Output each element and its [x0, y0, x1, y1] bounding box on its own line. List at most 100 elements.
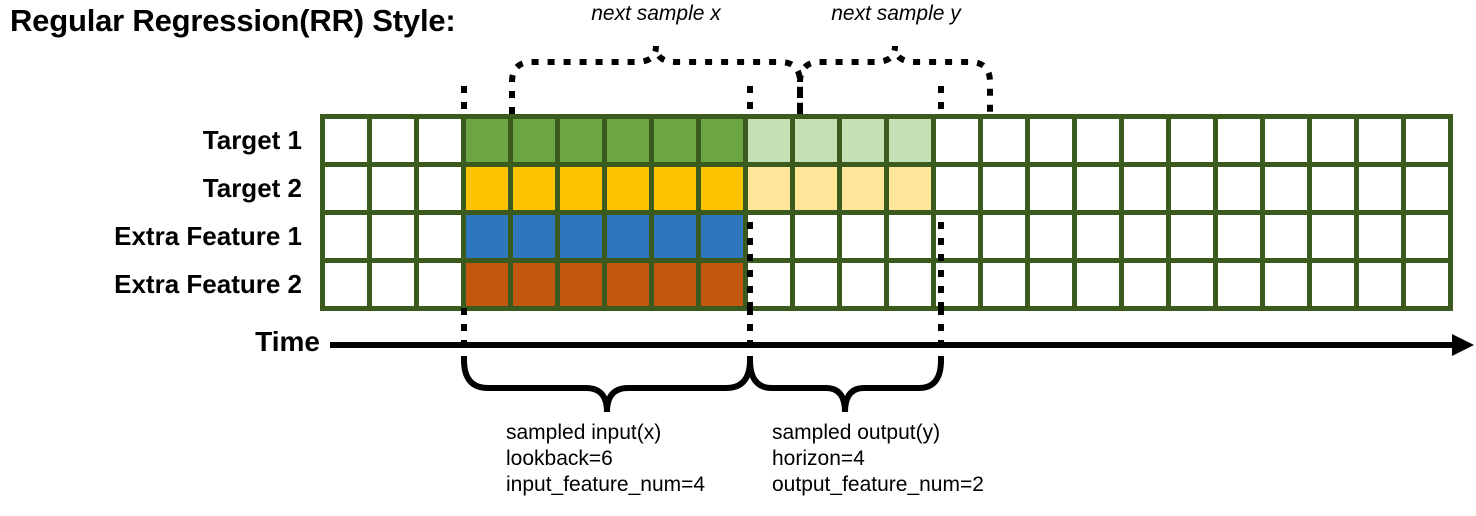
grid-cell-extra-feature-1-empty-2	[419, 215, 461, 258]
grid-cell-extra-feature-2-empty-21	[1312, 263, 1354, 306]
grid-cell-extra-feature-1-empty-1	[372, 215, 414, 258]
grid-cell-extra-feature-1-empty-10	[795, 215, 837, 258]
grid-cell-target-2-output-12	[889, 167, 931, 210]
grid-cell-target-1-input-5	[560, 119, 602, 162]
grid-cell-target-1-empty-16	[1077, 119, 1119, 162]
grid-cell-extra-feature-2-input-6	[607, 263, 649, 306]
grid-cell-target-1-empty-17	[1124, 119, 1166, 162]
bottom-brace-sampled-output	[747, 359, 944, 413]
grid-cell-target-2-empty-17	[1124, 167, 1166, 210]
grid-cell-extra-feature-1-empty-12	[889, 215, 931, 258]
grid-cell-extra-feature-2-empty-23	[1406, 263, 1448, 306]
grid-cell-extra-feature-1-empty-13	[936, 215, 978, 258]
grid-cell-extra-feature-1-empty-19	[1218, 215, 1260, 258]
grid-cell-extra-feature-1-empty-22	[1359, 215, 1401, 258]
grid-cell-target-1-empty-13	[936, 119, 978, 162]
grid-cell-target-2-empty-19	[1218, 167, 1260, 210]
annotation-input-line-1: sampled input(x)	[506, 421, 662, 444]
grid-cell-target-1-empty-1	[372, 119, 414, 162]
grid-cell-target-2-input-7	[654, 167, 696, 210]
grid-cell-extra-feature-1-empty-15	[1030, 215, 1072, 258]
top-brace-label-next-sample-y: next sample y	[831, 2, 961, 25]
grid-cell-extra-feature-1-empty-23	[1406, 215, 1448, 258]
grid-cell-extra-feature-1-input-7	[654, 215, 696, 258]
annotation-sampled-output: sampled output(y) horizon=4 output_featu…	[772, 420, 984, 498]
grid-cell-target-1-empty-22	[1359, 119, 1401, 162]
grid-cell-extra-feature-2-empty-17	[1124, 263, 1166, 306]
annotation-input-line-2: lookback=6	[506, 447, 613, 470]
grid-cell-extra-feature-2-empty-2	[419, 263, 461, 306]
grid-cell-target-1-empty-18	[1171, 119, 1213, 162]
row-label-target-2: Target 2	[202, 173, 302, 203]
row-label-column: Target 1 Target 2 Extra Feature 1 Extra …	[0, 116, 312, 316]
annotation-output-line-2: horizon=4	[772, 447, 865, 470]
grid-cell-target-2-empty-18	[1171, 167, 1213, 210]
annotation-sampled-input: sampled input(x) lookback=6 input_featur…	[506, 420, 705, 498]
page-title: Regular Regression(RR) Style:	[10, 3, 456, 38]
annotation-output-line-3: output_feature_num=2	[772, 473, 984, 496]
grid-cell-extra-feature-1-empty-0	[325, 215, 367, 258]
grid-cell-extra-feature-2-input-7	[654, 263, 696, 306]
grid-cell-extra-feature-2-input-4	[513, 263, 555, 306]
top-brace-label-next-sample-x: next sample x	[591, 2, 721, 25]
grid-row-target-1	[325, 119, 1448, 162]
grid-cell-extra-feature-2-empty-15	[1030, 263, 1072, 306]
grid-cell-extra-feature-2-empty-0	[325, 263, 367, 306]
grid-cell-extra-feature-2-input-8	[701, 263, 743, 306]
grid-cell-target-2-input-3	[466, 167, 508, 210]
grid-cell-extra-feature-2-empty-20	[1265, 263, 1307, 306]
grid-cell-target-1-output-11	[842, 119, 884, 162]
grid-cell-target-2-empty-0	[325, 167, 367, 210]
grid-cell-target-2-empty-22	[1359, 167, 1401, 210]
grid-cell-target-2-empty-15	[1030, 167, 1072, 210]
grid-cell-extra-feature-1-empty-21	[1312, 215, 1354, 258]
row-label-target-1: Target 1	[202, 125, 302, 155]
grid-cell-target-1-input-8	[701, 119, 743, 162]
grid-cell-extra-feature-1-empty-20	[1265, 215, 1307, 258]
grid-cell-target-1-empty-20	[1265, 119, 1307, 162]
grid-cell-extra-feature-1-empty-18	[1171, 215, 1213, 258]
grid-cell-extra-feature-2-input-3	[466, 263, 508, 306]
grid-cell-target-2-empty-13	[936, 167, 978, 210]
grid-cell-extra-feature-1-empty-9	[748, 215, 790, 258]
grid-cell-target-1-empty-23	[1406, 119, 1448, 162]
time-axis-label: Time	[255, 326, 320, 357]
grid-cell-target-1-input-6	[607, 119, 649, 162]
grid-cell-target-1-empty-2	[419, 119, 461, 162]
top-brace-next-sample-x	[509, 45, 803, 114]
grid-row-target-2	[325, 167, 1448, 210]
grid-cell-target-1-output-12	[889, 119, 931, 162]
grid-cell-extra-feature-1-empty-14	[983, 215, 1025, 258]
grid-cell-extra-feature-2-empty-22	[1359, 263, 1401, 306]
grid-cell-extra-feature-2-empty-10	[795, 263, 837, 306]
row-label-extra-feature-2: Extra Feature 2	[114, 269, 302, 299]
grid-cell-target-1-output-9	[748, 119, 790, 162]
grid-cell-target-1-empty-14	[983, 119, 1025, 162]
time-axis-arrow	[330, 334, 1474, 356]
grid-cell-extra-feature-2-empty-19	[1218, 263, 1260, 306]
grid-cell-target-2-empty-16	[1077, 167, 1119, 210]
top-brace-next-sample-y	[797, 45, 993, 114]
grid-cell-extra-feature-1-input-6	[607, 215, 649, 258]
grid-cell-target-2-empty-14	[983, 167, 1025, 210]
annotation-output-line-1: sampled output(y)	[772, 421, 941, 444]
grid-cell-extra-feature-2-input-5	[560, 263, 602, 306]
grid-cell-target-2-output-11	[842, 167, 884, 210]
grid-cell-target-1-empty-19	[1218, 119, 1260, 162]
grid-cell-target-1-input-4	[513, 119, 555, 162]
grid-cell-extra-feature-1-empty-16	[1077, 215, 1119, 258]
grid-cell-extra-feature-1-empty-11	[842, 215, 884, 258]
grid-cell-extra-feature-2-empty-13	[936, 263, 978, 306]
grid-cell-extra-feature-1-empty-17	[1124, 215, 1166, 258]
timeseries-grid	[320, 114, 1453, 311]
grid-cell-extra-feature-1-input-4	[513, 215, 555, 258]
grid-row-extra-feature-2	[325, 263, 1448, 306]
grid-cell-extra-feature-2-empty-11	[842, 263, 884, 306]
grid-cell-extra-feature-1-input-3	[466, 215, 508, 258]
grid-cell-target-1-input-7	[654, 119, 696, 162]
bottom-brace-sampled-input	[461, 359, 753, 413]
grid-cell-target-2-empty-2	[419, 167, 461, 210]
grid-cell-extra-feature-1-input-5	[560, 215, 602, 258]
grid-cell-target-2-input-4	[513, 167, 555, 210]
